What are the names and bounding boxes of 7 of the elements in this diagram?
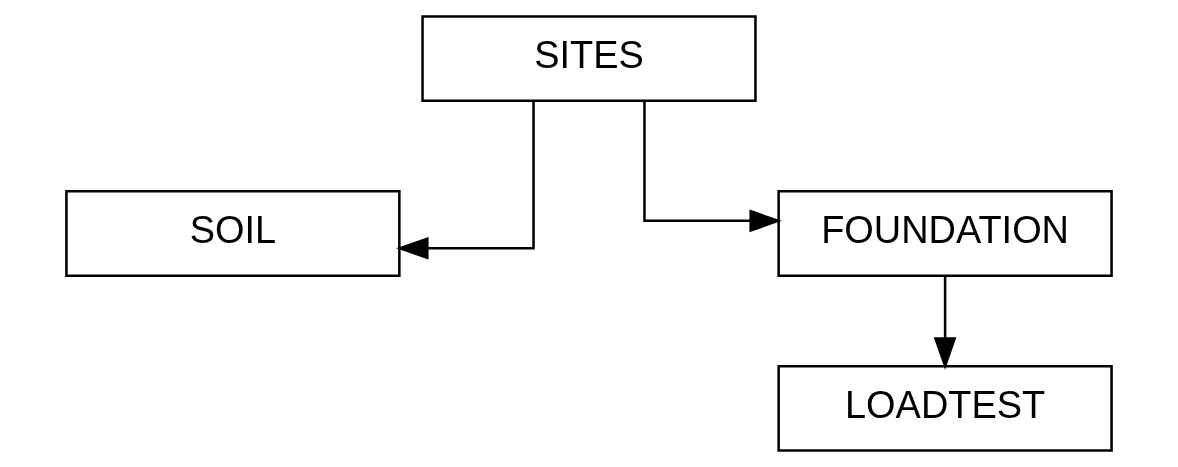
node-box: SOIL — [65, 190, 401, 277]
node-box: SITES — [421, 15, 757, 102]
arrow — [933, 275, 957, 370]
node-box: LOADTEST — [777, 365, 1113, 452]
arrow — [643, 101, 782, 233]
node-box: FOUNDATION — [777, 190, 1113, 277]
arrow — [396, 101, 535, 260]
